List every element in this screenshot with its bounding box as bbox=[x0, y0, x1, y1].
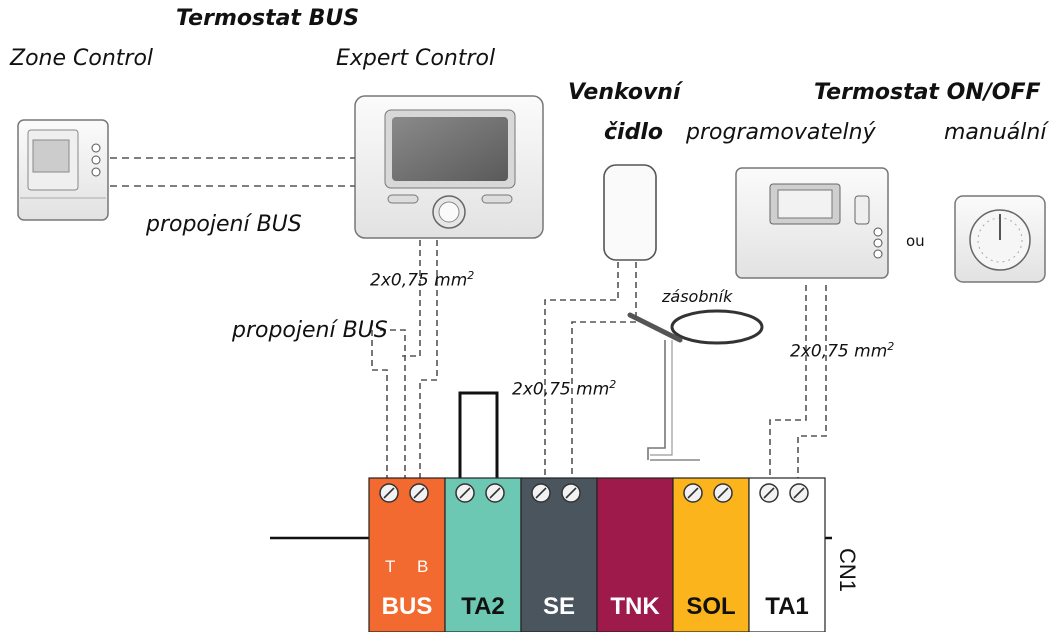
terminal-ta2: TA2 bbox=[444, 477, 522, 632]
zone-control-label: Zone Control bbox=[10, 46, 154, 71]
terminal-screws bbox=[531, 483, 581, 503]
terminal-label: TNK bbox=[610, 593, 660, 620]
terminal-label: SOL bbox=[686, 593, 735, 620]
terminal-screws bbox=[759, 483, 809, 503]
terminal-label: SE bbox=[543, 593, 575, 620]
terminal-screws bbox=[455, 483, 505, 503]
terminal-sub-b: B bbox=[417, 557, 428, 576]
manualni-label: manuální bbox=[944, 120, 1047, 145]
programovatelny-label: programovatelný bbox=[686, 120, 876, 145]
terminal-label: TA2 bbox=[461, 593, 505, 620]
outdoor-sensor-device bbox=[603, 164, 657, 261]
manual-thermostat-device bbox=[954, 195, 1046, 283]
terminal-screws bbox=[379, 483, 429, 503]
termostat-bus-heading: Termostat BUS bbox=[176, 6, 360, 31]
terminal-screws bbox=[683, 483, 733, 503]
cidlo-label: čidlo bbox=[604, 120, 663, 145]
terminal-se: SE bbox=[520, 477, 598, 632]
zasobnik-label: zásobník bbox=[662, 287, 733, 306]
terminal-label: TA1 bbox=[765, 593, 809, 620]
terminal-sub-t: T bbox=[385, 557, 395, 576]
terminal-label: BUS bbox=[382, 593, 433, 620]
cable-spec-1: 2x0,75 mm2 bbox=[370, 269, 475, 291]
zone-control-device bbox=[17, 119, 109, 221]
expert-control-label: Expert Control bbox=[336, 46, 496, 71]
venkovni-label: Venkovní bbox=[568, 80, 681, 105]
terminal-strip: BUS T B TA2 SE TNK SOL TA1 CN1 bbox=[368, 477, 860, 632]
wire-runs bbox=[371, 240, 827, 478]
terminal-tnk: TNK bbox=[596, 477, 674, 632]
terminal-bus: BUS T B bbox=[368, 477, 446, 632]
terminal-sol: SOL bbox=[672, 477, 750, 632]
ta2-jumper bbox=[458, 391, 499, 481]
expert-control-device bbox=[354, 95, 544, 239]
cable-spec-2: 2x0,75 mm2 bbox=[512, 378, 617, 400]
tank-sensor-probe bbox=[627, 309, 764, 460]
terminal-ta1: TA1 bbox=[748, 477, 826, 632]
propojeni-bus-label-1: propojení BUS bbox=[146, 212, 302, 237]
cable-spec-3: 2x0,75 mm2 bbox=[790, 340, 895, 362]
ou-label: ou bbox=[906, 232, 925, 250]
programmable-thermostat-device bbox=[735, 167, 889, 279]
termostat-onoff-heading: Termostat ON/OFF bbox=[814, 80, 1041, 105]
cn1-label: CN1 bbox=[835, 548, 860, 592]
bus-link-dashes bbox=[110, 157, 355, 187]
propojeni-bus-label-2: propojení BUS bbox=[232, 318, 388, 343]
